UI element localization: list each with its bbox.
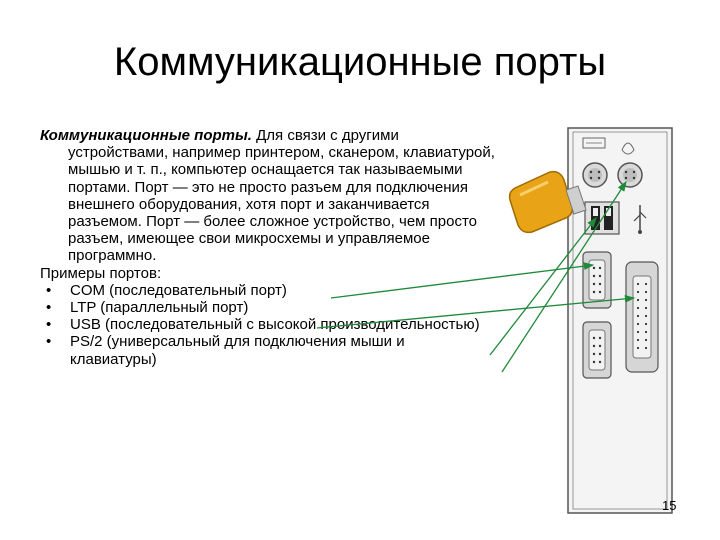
com-port-upper bbox=[582, 251, 612, 309]
intro-paragraph: Коммуникационные порты. Для связи с друг… bbox=[40, 127, 495, 265]
bullet-icon: • bbox=[46, 281, 52, 299]
bullet-icon: • bbox=[46, 316, 52, 334]
bullet-icon: • bbox=[46, 299, 52, 317]
list-item: • PS/2 (универсальный для подключения мыш… bbox=[40, 333, 495, 367]
arrow-usb bbox=[489, 216, 597, 356]
lpt-parallel-port bbox=[625, 261, 659, 373]
pointer-arrows bbox=[316, 180, 636, 373]
list-item-text: COM (последовательный порт) bbox=[70, 281, 287, 299]
list-item-text: PS/2 (универсальный для подключения мыши… bbox=[70, 333, 405, 368]
list-item-text: USB (последовательный с высокой производ… bbox=[70, 316, 480, 334]
list-item-text: LTP (параллельный порт) bbox=[70, 299, 249, 317]
examples-heading: Примеры портов: bbox=[40, 264, 162, 282]
list-item: • LTP (параллельный порт) bbox=[40, 299, 495, 316]
port-list: • COM (последовательный порт) • LTP (парал… bbox=[40, 282, 495, 368]
page-number: 15 bbox=[662, 498, 677, 513]
usb-symbol-icon bbox=[633, 205, 647, 234]
keyboard-glyph-icon bbox=[582, 137, 606, 149]
arrow-ps2 bbox=[501, 180, 627, 373]
arrow-ltp bbox=[316, 294, 636, 329]
arrow-com bbox=[330, 262, 595, 299]
intro-term: Коммуникационные порты. bbox=[40, 127, 252, 144]
intro-text: Для связи с другими устройствами, наприм… bbox=[68, 127, 495, 265]
slide-body: Коммуникационные порты. Для связи с друг… bbox=[40, 127, 495, 368]
mouse-glyph-icon bbox=[621, 142, 635, 155]
com-port-lower bbox=[582, 321, 612, 379]
list-item: • USB (последовательный с высокой произво… bbox=[40, 316, 495, 333]
slide-title: Коммуникационные порты bbox=[113, 40, 607, 84]
ps2-mouse-port bbox=[617, 162, 643, 188]
ps2-keyboard-port bbox=[582, 162, 608, 188]
list-item: • COM (последовательный порт) bbox=[40, 282, 495, 299]
usb-flash-drive-icon bbox=[508, 170, 587, 234]
bullet-icon: • bbox=[46, 333, 52, 351]
